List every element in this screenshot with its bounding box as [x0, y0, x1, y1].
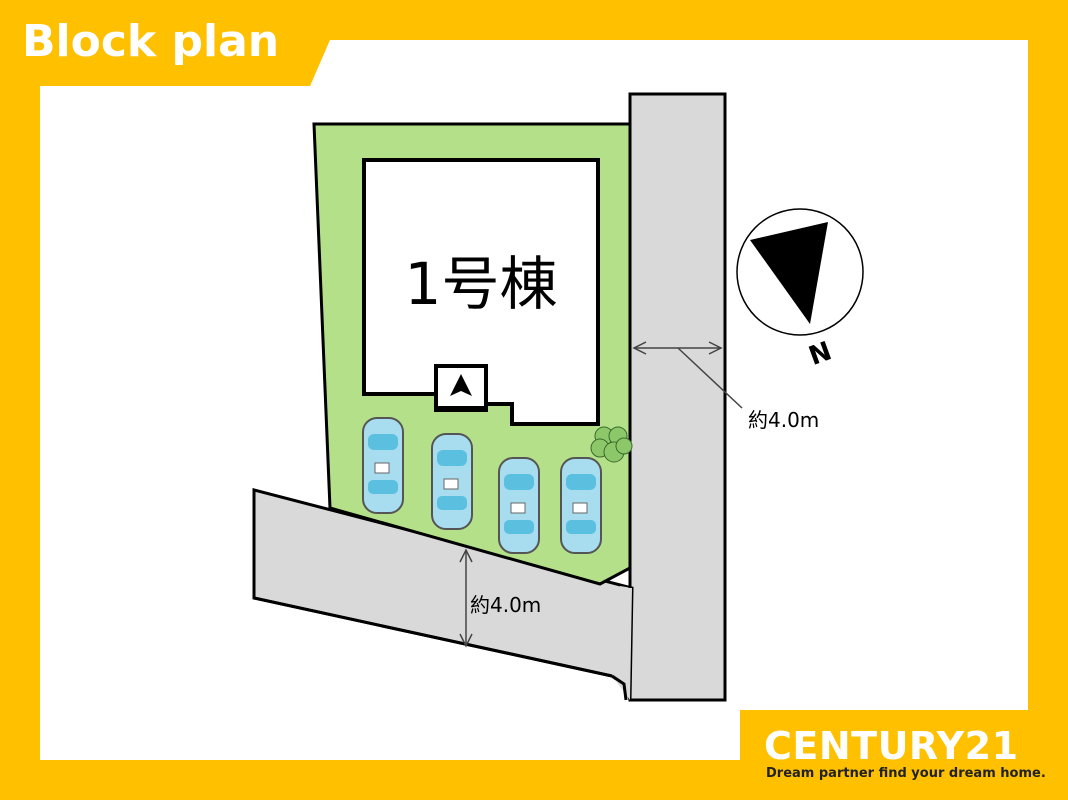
road-east-dimension	[632, 341, 743, 409]
road-east-width-label: 約4.0m	[748, 408, 819, 432]
north-compass-icon	[736, 208, 864, 336]
brand-logo: CENTURY21	[764, 724, 1019, 768]
page-title: Block plan	[22, 16, 280, 67]
building-label: 1号棟	[405, 250, 558, 318]
brand-tagline: Dream partner find your dream home.	[766, 766, 1046, 781]
car-icon	[431, 433, 473, 530]
car-icon	[498, 457, 540, 554]
car-icon	[362, 417, 404, 514]
road-south-dimension	[459, 548, 473, 648]
road-east	[628, 92, 727, 702]
tree-icon	[590, 426, 633, 463]
car-icon	[560, 457, 602, 554]
road-south-width-label: 約4.0m	[470, 593, 541, 617]
entrance-arrow-icon	[434, 364, 488, 410]
